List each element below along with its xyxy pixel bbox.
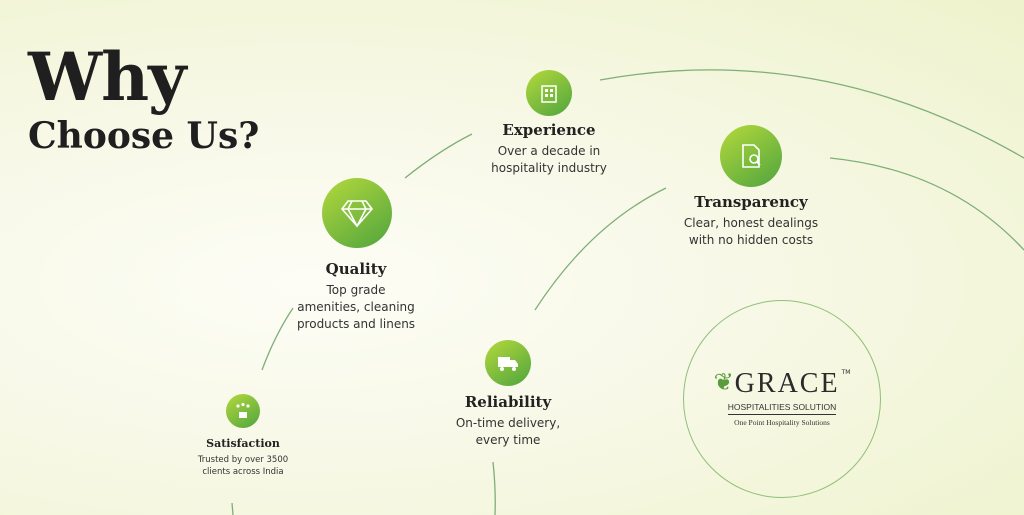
feature-transparency: Transparency Clear, honest dealings with… <box>676 193 826 249</box>
feature-desc: Clear, honest dealings with no hidden co… <box>683 216 819 247</box>
logo-name: GRACE <box>734 368 840 399</box>
document-search-icon <box>720 125 782 187</box>
page-subtitle: Choose Us? <box>28 115 260 157</box>
logo-tm: TM <box>841 369 851 376</box>
delivery-truck-icon <box>485 340 531 386</box>
feature-title: Experience <box>502 121 596 139</box>
feature-desc: On-time delivery, every time <box>455 416 561 447</box>
feature-reliability: Reliability On-time delivery, every time <box>453 393 563 449</box>
feature-title: Quality <box>325 260 387 278</box>
feature-title: Reliability <box>464 393 552 411</box>
thumbs-up-stars-icon <box>226 394 260 428</box>
feature-experience: Experience Over a decade in hospitality … <box>489 121 609 177</box>
logo-line1: HOSPITALITIES SOLUTION <box>727 402 837 415</box>
building-icon <box>526 70 572 116</box>
feature-title: Transparency <box>694 193 808 211</box>
logo-line2: One Point Hospitality Solutions <box>734 418 830 427</box>
feature-desc: Top grade amenities, cleaning products a… <box>296 283 416 331</box>
feature-title: Satisfaction <box>206 437 280 450</box>
feature-desc: Trusted by over 3500 clients across Indi… <box>197 455 289 477</box>
feature-quality: Quality Top grade amenities, cleaning pr… <box>294 260 419 333</box>
diamond-icon <box>322 178 392 248</box>
page-title: Why <box>28 38 186 116</box>
leaf-icon: ❦ <box>713 368 734 396</box>
feature-satisfaction: Satisfaction Trusted by over 3500 client… <box>188 437 298 478</box>
company-logo: ❦ GRACE TM HOSPITALITIES SOLUTION One Po… <box>683 300 881 498</box>
feature-desc: Over a decade in hospitality industry <box>491 144 607 175</box>
